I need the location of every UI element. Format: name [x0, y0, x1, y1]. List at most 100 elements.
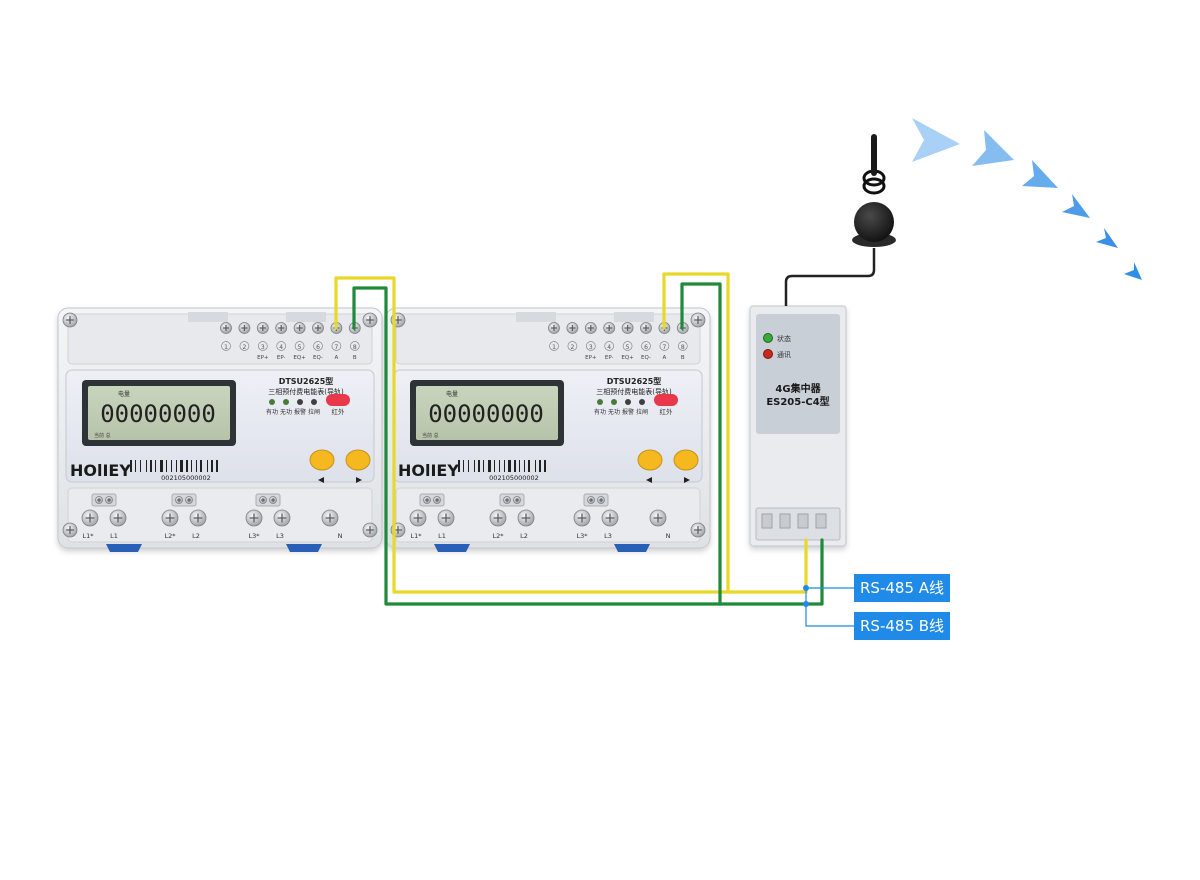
- ir-window: [654, 394, 678, 406]
- status-led-icon: [763, 333, 773, 343]
- indicator-led-icon: [611, 399, 617, 405]
- screw-icon: [321, 509, 339, 527]
- lcd-screen: [88, 386, 230, 440]
- terminal-number: 5: [298, 344, 302, 351]
- terminal-label: B: [353, 355, 357, 361]
- terminal-label: A: [663, 355, 667, 361]
- b-line-tap-dot: [803, 601, 809, 607]
- terminal-number: 4: [279, 344, 283, 351]
- screw-icon: [409, 509, 427, 527]
- screw-icon: [433, 496, 441, 504]
- bottom-terminal-label: L2*: [492, 532, 504, 540]
- screw-icon: [105, 496, 113, 504]
- screw-icon: [584, 322, 597, 334]
- screw-icon: [175, 496, 183, 504]
- terminal-label: EP-: [277, 355, 286, 361]
- bottom-terminal-label: L3: [276, 532, 284, 540]
- bottom-terminal-label: L1: [110, 532, 118, 540]
- terminal-label: EP+: [585, 355, 597, 361]
- arrow-left-icon: [318, 477, 324, 483]
- screw-icon: [189, 509, 207, 527]
- screw-icon: [601, 509, 619, 527]
- bottom-terminal-label: L3: [604, 532, 612, 540]
- screw-icon: [690, 312, 706, 328]
- meter-serial: 002105000002: [161, 474, 211, 482]
- ir-label: 红外: [660, 407, 674, 416]
- screw-icon: [161, 509, 179, 527]
- screw-icon: [275, 322, 288, 334]
- screw-icon: [597, 496, 605, 504]
- screw-icon: [587, 496, 595, 504]
- screw-icon: [238, 322, 251, 334]
- din-clip-left: [434, 544, 470, 552]
- terminal-label: EQ+: [621, 355, 634, 361]
- indicator-label: 报警: [622, 408, 634, 416]
- screw-icon: [312, 322, 324, 334]
- bottom-terminal-label: L1*: [82, 532, 94, 540]
- screw-icon: [259, 496, 267, 504]
- indicator-led-icon: [311, 399, 317, 405]
- screw-icon: [640, 322, 652, 334]
- terminal-number: 6: [316, 344, 320, 351]
- bottom-terminal-label: N: [666, 532, 671, 540]
- wire-b-meter2: [680, 282, 722, 606]
- concentrator-name: 4G集中器: [775, 382, 821, 395]
- antenna-icon: [784, 134, 896, 306]
- screw-icon: [690, 522, 706, 538]
- signal-arrow-icon: [1022, 160, 1058, 188]
- meter-model: DTSU2625型: [607, 376, 662, 386]
- signal-arrow-icon: [1062, 194, 1090, 218]
- right-key-button: [345, 449, 371, 471]
- ir-window: [326, 394, 350, 406]
- indicator-label: 无功: [280, 408, 292, 416]
- meter-type-name: 三相预付费电能表(导轨): [596, 387, 672, 396]
- signal-arrow-icon: [972, 130, 1014, 166]
- brand-logo: HOlIEY: [70, 461, 131, 480]
- wire-b-meter1: [352, 286, 824, 606]
- a-line-tap-dot: [803, 585, 809, 591]
- signal-arrow-icon: [912, 118, 960, 162]
- screw-icon: [185, 496, 193, 504]
- rs485-b-label: RS-485 B线: [854, 612, 951, 640]
- bottom-terminal-label: L3*: [576, 532, 588, 540]
- brand-logo: HOlIEY: [398, 461, 459, 480]
- concentrator-model: ES205-C4型: [766, 395, 829, 408]
- screw-icon: [513, 496, 521, 504]
- terminal-label: EQ+: [293, 355, 306, 361]
- ir-label: 红外: [332, 407, 346, 416]
- rs485-a-label: RS-485 A线: [854, 574, 951, 602]
- indicator-led-icon: [597, 399, 603, 405]
- screw-icon: [566, 322, 579, 334]
- terminal-number: 4: [607, 344, 611, 351]
- din-clip-left: [106, 544, 142, 552]
- indicator-led-icon: [297, 399, 303, 405]
- wire-a-meter1: [334, 276, 808, 594]
- screw-icon: [62, 312, 78, 328]
- screw-icon: [95, 496, 103, 504]
- bottom-terminal-label: N: [338, 532, 343, 540]
- meter-model: DTSU2625型: [279, 376, 334, 386]
- indicator-label: 无功: [608, 408, 620, 416]
- wire-a-meter2: [662, 272, 730, 594]
- screw-icon: [548, 322, 560, 334]
- indicator-label: 拉闸: [636, 408, 648, 416]
- bottom-terminal-label: L3*: [248, 532, 260, 540]
- terminal-number: 3: [261, 344, 265, 351]
- status-label: 状态: [777, 334, 791, 343]
- screw-icon: [362, 522, 378, 538]
- screw-icon: [621, 322, 634, 334]
- din-clip-right: [286, 544, 322, 552]
- signal-arrow-icon: [1124, 262, 1142, 280]
- comm-led-icon: [763, 349, 773, 359]
- terminal-number: 6: [644, 344, 648, 351]
- signal-arrow-icon: [1096, 228, 1118, 248]
- terminal-number: 1: [224, 344, 228, 351]
- screw-icon: [273, 509, 291, 527]
- screw-icon: [573, 509, 591, 527]
- screw-icon: [220, 322, 232, 334]
- indicator-label: 有功: [594, 408, 606, 416]
- lcd-tag: 电量: [446, 390, 458, 398]
- bottom-terminal-label: L2: [520, 532, 528, 540]
- indicator-led-icon: [639, 399, 645, 405]
